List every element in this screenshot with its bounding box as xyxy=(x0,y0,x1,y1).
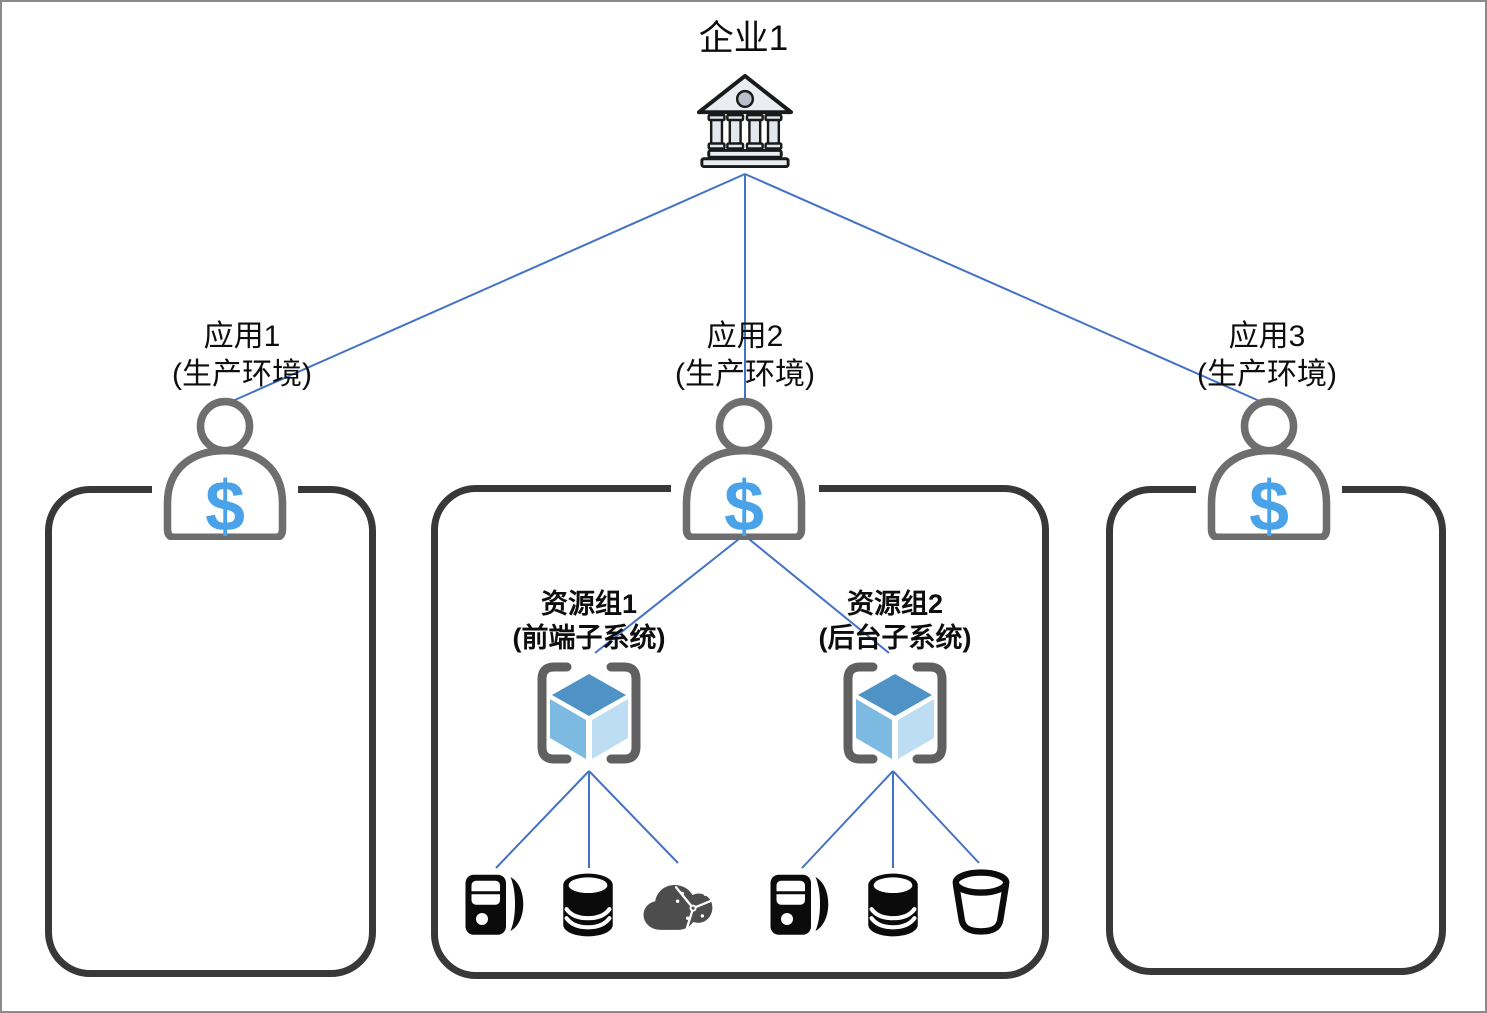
group1-name: 资源组1 xyxy=(540,589,638,619)
app1-name: 应用1 xyxy=(203,320,281,353)
database-icon-group1 xyxy=(563,873,613,937)
user-dollar-icon-app2: $ xyxy=(682,397,806,540)
app2-name: 应用2 xyxy=(706,320,784,353)
edge-app2-group2 xyxy=(743,534,890,654)
storage-bucket-icon xyxy=(952,869,1010,935)
server-icon-group1 xyxy=(465,874,524,935)
dollar-symbol: $ xyxy=(205,467,245,540)
app3-name: 应用3 xyxy=(1228,320,1306,353)
group1-subsystem: (前端子系统) xyxy=(512,623,666,653)
edge-enterprise-app1 xyxy=(227,173,746,404)
edge-group1-server xyxy=(495,770,590,869)
dollar-symbol: $ xyxy=(1249,467,1289,540)
cloud-network-icon xyxy=(643,884,713,930)
resource-group-cube-icon-1 xyxy=(537,662,641,764)
edge-app2-group1 xyxy=(594,534,745,654)
resource-group1-label: 资源组1 (前端子系统) xyxy=(449,587,729,655)
database-icon-group2 xyxy=(868,873,918,937)
group2-name: 资源组2 xyxy=(846,589,944,619)
edge-group1-cloud xyxy=(588,770,679,864)
group2-subsystem: (后台子系统) xyxy=(818,623,972,653)
enterprise-title: 企业1 xyxy=(698,19,789,58)
server-icon-group2 xyxy=(770,874,829,935)
app1-label: 应用1 (生产环境) xyxy=(82,318,402,394)
edge-enterprise-app3 xyxy=(744,173,1265,404)
app3-label: 应用3 (生产环境) xyxy=(1107,318,1427,394)
dollar-symbol: $ xyxy=(724,467,764,540)
app1-environment: (生产环境) xyxy=(172,358,312,391)
app2-environment: (生产环境) xyxy=(675,358,815,391)
app2-label: 应用2 (生产环境) xyxy=(585,318,905,394)
resource-group2-label: 资源组2 (后台子系统) xyxy=(755,587,1035,655)
resource-group-cube-icon-2 xyxy=(843,662,947,764)
edge-group2-server xyxy=(801,770,894,869)
app3-environment: (生产环境) xyxy=(1197,358,1337,391)
bank-icon xyxy=(696,73,794,169)
user-dollar-icon-app3: $ xyxy=(1207,397,1331,540)
user-dollar-icon-app1: $ xyxy=(163,397,287,540)
edge-group2-bucket xyxy=(892,770,980,864)
